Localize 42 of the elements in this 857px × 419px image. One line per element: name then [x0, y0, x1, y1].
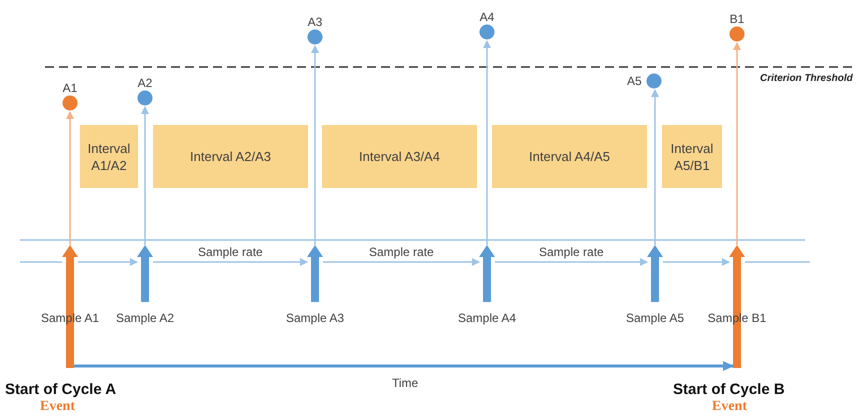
point-label: B1	[730, 12, 744, 26]
arrow	[323, 258, 480, 266]
arrow	[495, 258, 648, 266]
interval-box: Interval A4/A5	[492, 125, 647, 188]
connector-line	[20, 261, 62, 263]
arrow	[74, 361, 734, 371]
interval-box: Interval A3/A4	[322, 125, 477, 188]
arrow	[483, 40, 491, 245]
point-label: A5	[627, 74, 642, 88]
sample-arrow	[137, 245, 153, 302]
point-label: A1	[62, 81, 78, 95]
interval-box: Interval A5/B1	[662, 125, 722, 188]
interval-box: Interval A2/A3	[153, 125, 308, 188]
sample-label: Sample A5	[624, 311, 686, 325]
point-label: A3	[308, 15, 322, 29]
arrow	[311, 45, 319, 245]
cycle-start-label: Start of Cycle B	[673, 381, 785, 398]
arrow	[141, 106, 149, 245]
sample-arrow	[307, 245, 323, 302]
arrow	[651, 89, 659, 245]
edge-label: Sample rate	[367, 245, 436, 259]
arrow	[66, 111, 74, 245]
connector-line	[745, 261, 810, 263]
event-label: Event	[712, 399, 747, 415]
arrow	[153, 258, 308, 266]
axis-label: Time	[392, 376, 418, 390]
threshold-label: Criterion Threshold	[760, 73, 853, 84]
event-label: Event	[40, 399, 75, 415]
interval-box: Interval A1/A2	[80, 125, 138, 188]
sample-arrow	[647, 245, 663, 302]
sample-label: Sample A4	[456, 311, 518, 325]
cycle-start-label: Start of Cycle A	[5, 381, 116, 398]
edge-label: Sample rate	[196, 245, 265, 259]
edge-label: Sample rate	[537, 245, 606, 259]
arrow	[78, 258, 138, 266]
arrow	[733, 42, 741, 245]
sample-label: Sample A3	[284, 311, 346, 325]
point-label: A4	[480, 10, 494, 24]
sample-arrow	[479, 245, 495, 302]
sample-label: Sample A2	[114, 311, 176, 325]
arrow	[663, 258, 730, 266]
point-label: A2	[138, 76, 152, 90]
